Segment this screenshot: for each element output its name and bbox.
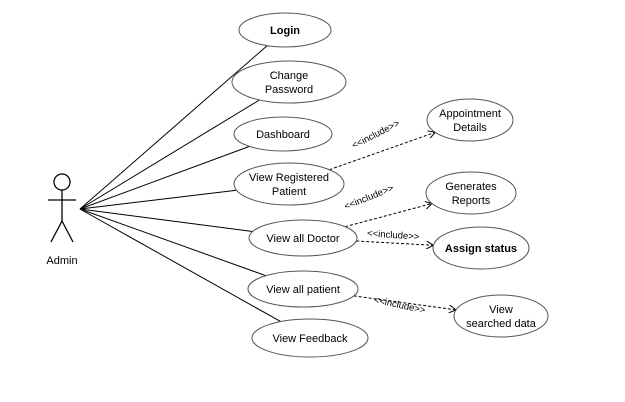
include-arrow-view-all-patient-to-view-searched-data [353,295,456,310]
association-line-login [79,45,268,210]
association-line-dashboard [79,145,250,210]
use-case-view-all-patient[interactable]: View all patient [247,270,359,308]
use-case-login[interactable]: Login [238,12,332,48]
use-case-ellipse [231,60,347,104]
use-case-label: Password [265,84,313,96]
use-case-label: Generates [445,181,497,193]
include-arrow-view-registered-patient-to-appointment-details [329,132,435,171]
association-line-view-feedback [79,208,281,323]
association-lines [79,45,281,323]
association-line-view-all-doctor [79,208,253,232]
include-label: <<include>> [367,228,420,243]
use-case-ellipse [233,116,333,152]
association-line-view-registered-patient [79,189,237,210]
use-case-label: View [489,304,513,316]
use-case-ellipse [425,171,517,215]
include-label: <<include>> [343,183,396,213]
use-case-label: Dashboard [256,129,310,141]
use-case-dashboard[interactable]: Dashboard [233,116,333,152]
include-label: <<include>> [373,295,427,317]
use-case-label: View all Doctor [266,233,339,245]
use-case-ellipse [233,162,345,206]
use-case-label: Login [270,25,300,37]
use-case-label: Change [270,70,309,82]
use-case-label: Patient [272,186,306,198]
use-case-ellipse [238,12,332,48]
use-case-label: Reports [452,195,491,207]
use-case-view-searched-data[interactable]: View searched data [453,294,549,338]
use-case-ellipse [426,98,514,142]
use-case-label: searched data [466,318,537,330]
actor-label: Admin [46,255,77,267]
association-line-change-password [79,99,260,210]
use-case-label: Assign status [445,243,517,255]
include-label: <<include>> [350,118,402,152]
use-case-label: View all patient [266,284,340,296]
use-case-ellipse [453,294,549,338]
use-case-view-all-doctor[interactable]: View all Doctor [248,219,358,257]
include-arrow-view-all-doctor-to-assign-status [356,240,433,245]
use-case-label: View Registered [249,172,329,184]
use-case-label: View Feedback [272,333,348,345]
use-case-ellipse [251,318,369,358]
use-case-assign-status[interactable]: Assign status [432,226,530,270]
use-case-ellipse [248,219,358,257]
actor-admin[interactable]: Admin [46,173,78,267]
use-case-label: Details [453,122,487,134]
actor-icon [48,173,76,243]
use-case-ellipse [432,226,530,270]
association-line-view-all-patient [79,208,267,277]
use-case-ellipse [247,270,359,308]
use-case-label: Appointment [439,108,501,120]
use-case-view-feedback[interactable]: View Feedback [251,318,369,358]
